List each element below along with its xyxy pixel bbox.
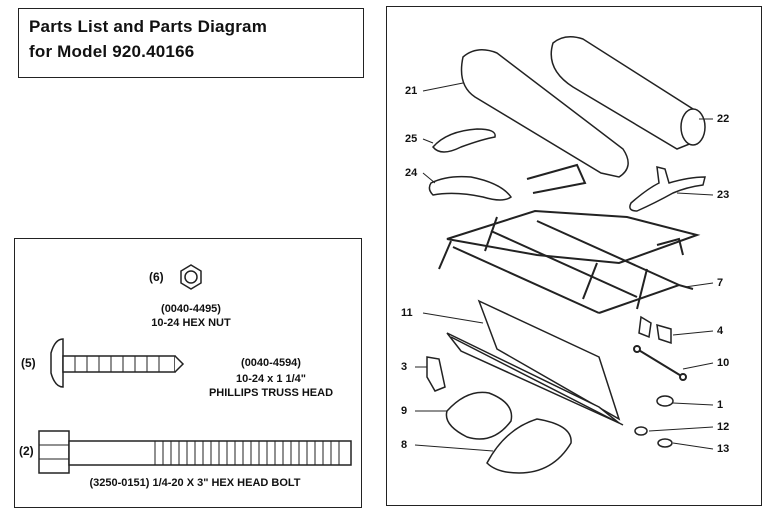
hex-nut-part-no: (0040-4495)	[161, 303, 221, 315]
truss-head-desc: PHILLIPS TRUSS HEAD	[208, 387, 334, 399]
ember-pad-8-drawing	[486, 418, 572, 474]
callout-4: 4	[717, 325, 724, 337]
truss-head-part-no: (0040-4594)	[241, 357, 301, 369]
truss-head-ref: (5)	[21, 356, 36, 370]
callout-3: 3	[401, 361, 408, 373]
fittings-drawing	[634, 395, 674, 448]
hex-nut-drawing	[180, 264, 202, 290]
callout-12: 12	[717, 421, 730, 433]
rod-10-drawing	[633, 345, 687, 381]
title-box: Parts List and Parts Diagram for Model 9…	[18, 8, 364, 78]
ember-25-drawing	[432, 128, 496, 153]
callout-8: 8	[401, 439, 408, 451]
callout-24: 24	[405, 167, 418, 179]
callout-21: 21	[405, 85, 418, 97]
callout-13: 13	[717, 443, 730, 455]
model-subtitle: for Model 920.40166	[29, 42, 195, 61]
hex-nut-desc: 10-24 HEX NUT	[151, 317, 231, 329]
exploded-diagram-box: 21 22 25 24 23 7 11 4 3 10 1 9 12 8 13	[386, 6, 762, 506]
callout-23: 23	[717, 189, 730, 201]
callout-7: 7	[717, 277, 724, 289]
ember-24-drawing	[428, 175, 513, 201]
callout-11: 11	[401, 307, 413, 319]
callout-22: 22	[717, 113, 730, 125]
hex-head-bolt-drawing	[38, 430, 352, 474]
hex-nut-ref: (6)	[149, 270, 164, 284]
hex-bolt-desc: (3250-0151) 1/4-20 X 3" HEX HEAD BOLT	[89, 477, 301, 489]
truss-head-screw-drawing	[50, 338, 185, 388]
callout-9: 9	[401, 405, 408, 417]
log-21-drawing	[460, 49, 629, 178]
burner-11-drawing	[446, 299, 624, 426]
hex-bolt-ref: (2)	[19, 444, 34, 458]
ember-pad-9-drawing	[445, 391, 513, 440]
branch-23-drawing	[629, 166, 706, 212]
leader-lines	[414, 82, 714, 452]
callout-10: 10	[717, 357, 730, 369]
callout-25: 25	[405, 133, 418, 145]
bracket-4-drawing	[638, 315, 672, 345]
truss-head-size: 10-24 x 1 1/4"	[235, 373, 307, 385]
bracket-3-drawing	[426, 356, 446, 392]
grate-7-drawing	[438, 163, 701, 314]
page-title: Parts List and Parts Diagram	[29, 17, 268, 36]
hardware-illustrations	[38, 264, 352, 474]
callout-1: 1	[717, 399, 724, 411]
exploded-diagram	[414, 36, 714, 474]
hardware-box: (6) (0040-4495) 10-24 HEX NUT (5) (0040-…	[14, 238, 362, 508]
